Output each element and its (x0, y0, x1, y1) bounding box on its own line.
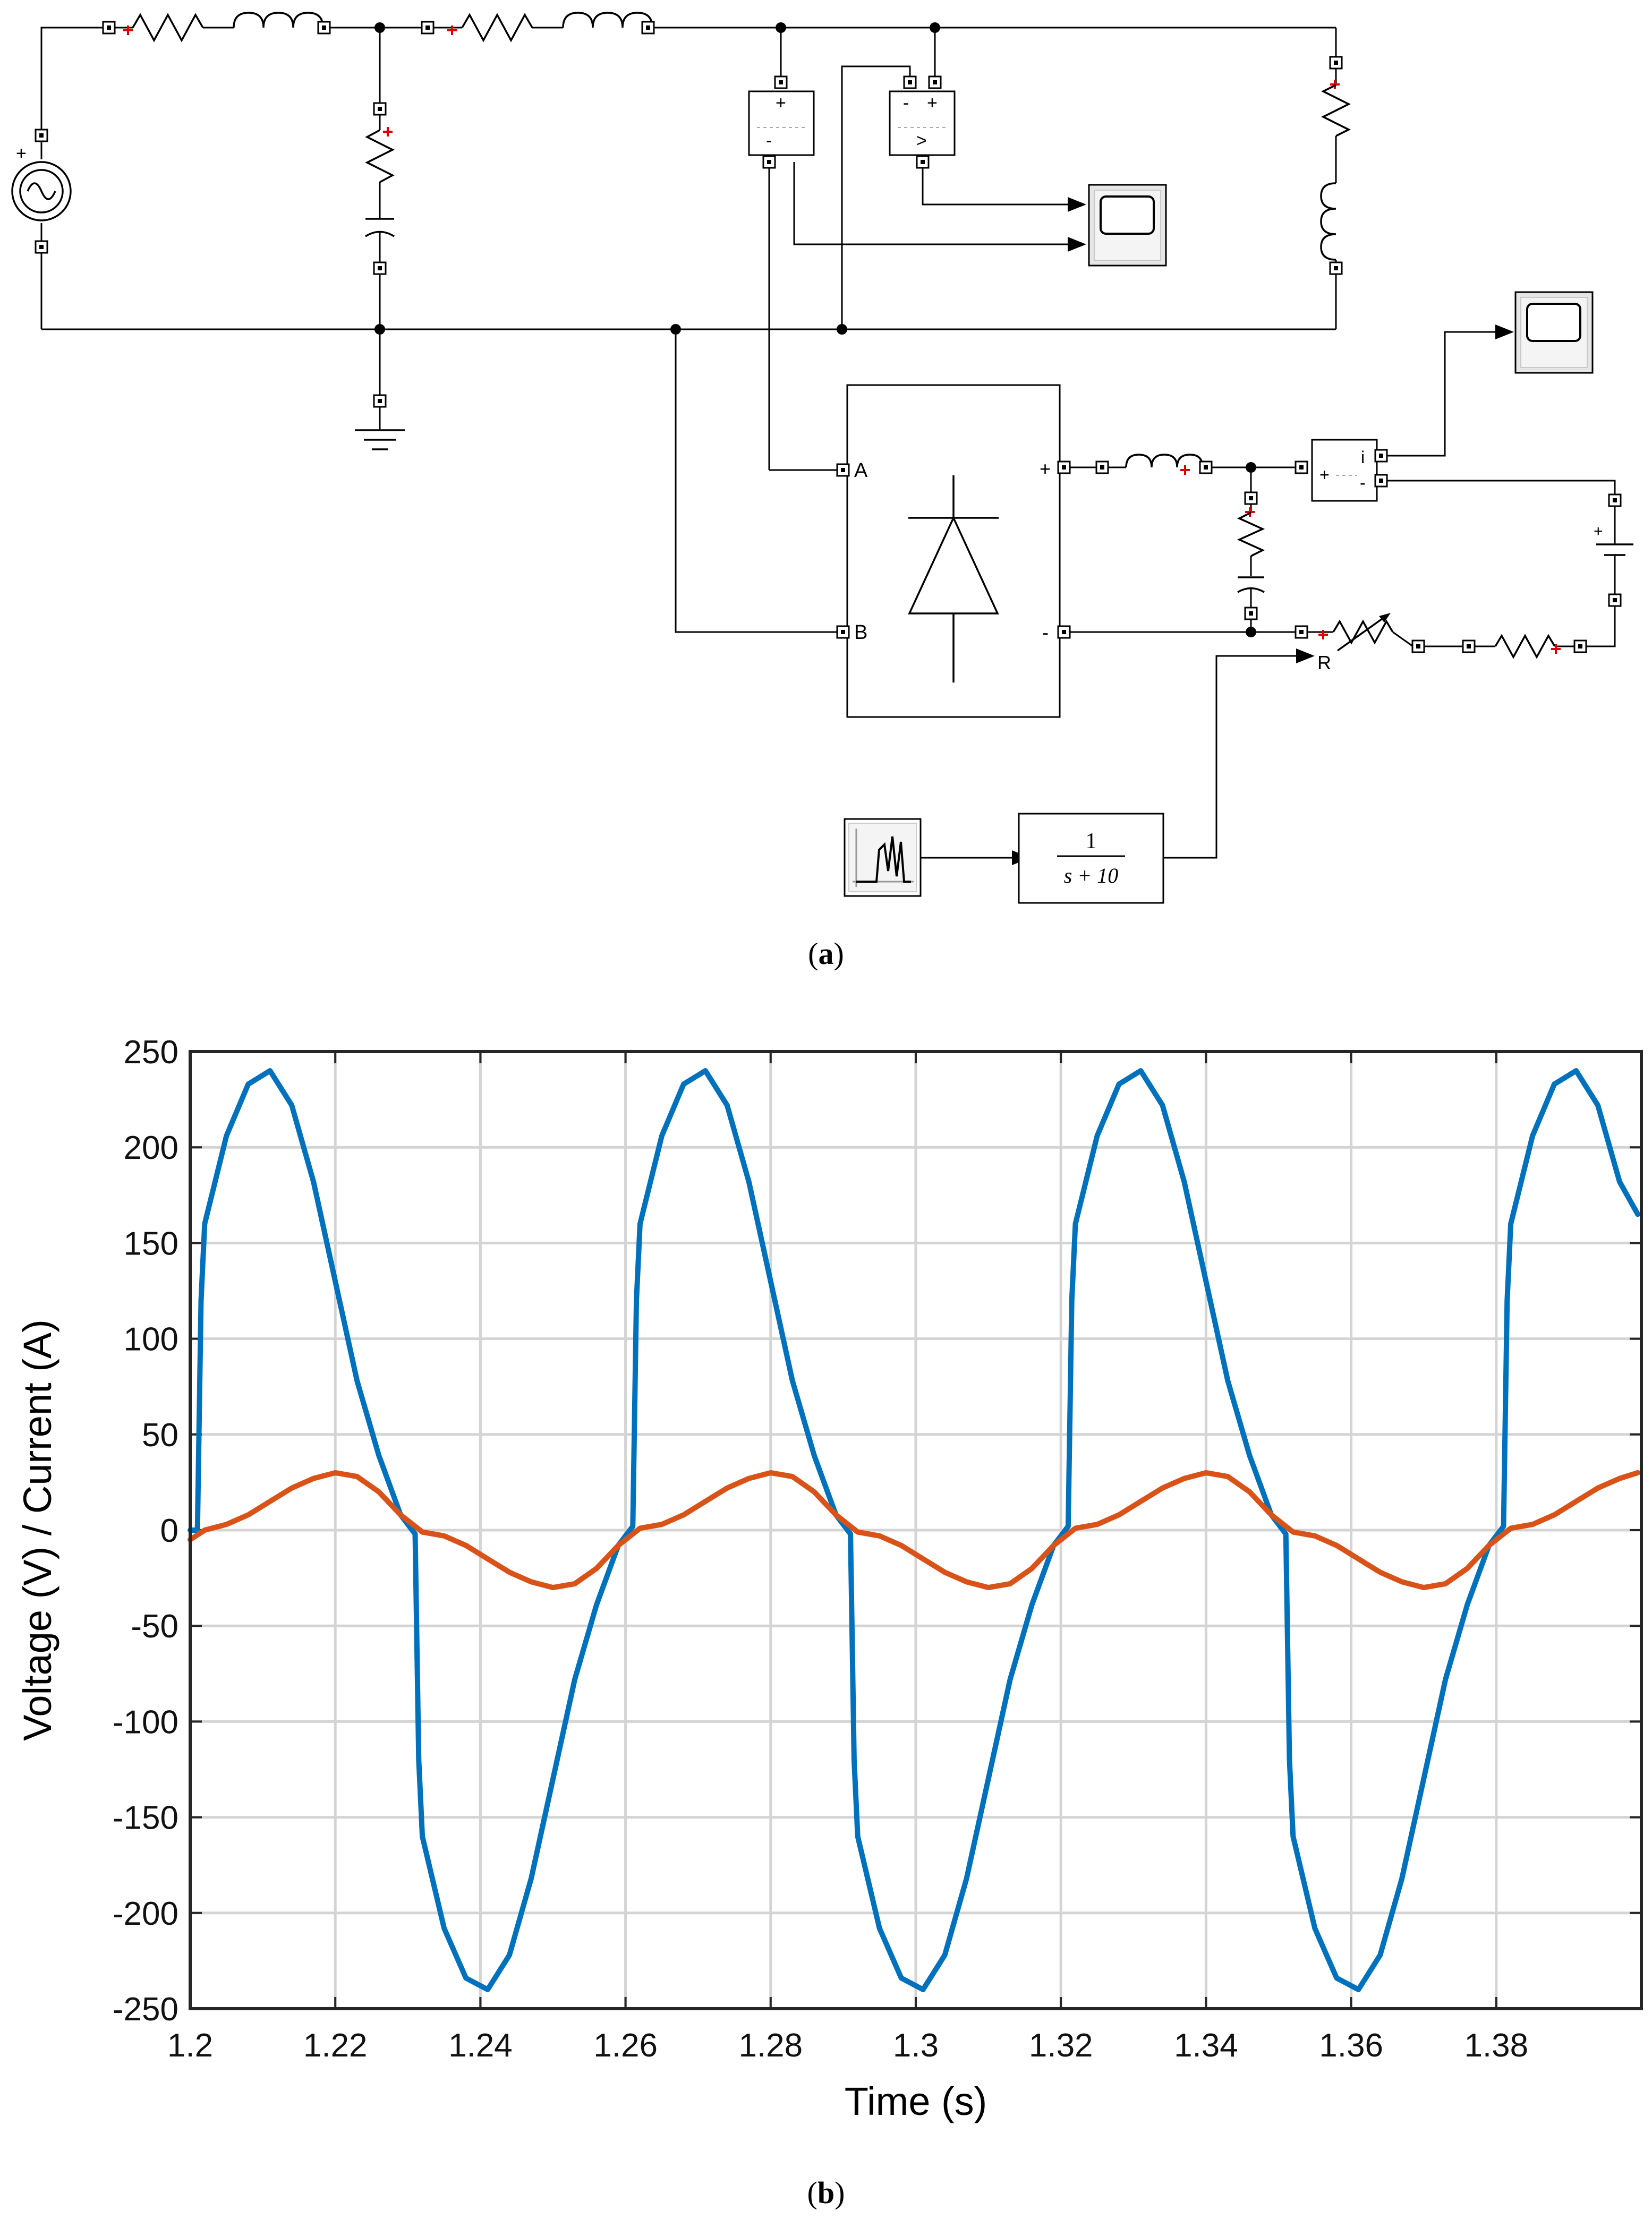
x-tick-label: 1.3 (893, 2027, 939, 2064)
ac-source-ports (35, 129, 48, 254)
chart-grid (189, 1050, 1641, 2010)
series-rl-branch-1[interactable] (102, 12, 331, 42)
x-tick-label: 1.22 (303, 2027, 368, 2064)
voltage-measurement-2[interactable]: - + > (889, 75, 956, 169)
series-line-1 (188, 1068, 1641, 1992)
x-tick-label: 1.24 (448, 2027, 513, 2064)
voltage-measurement-1[interactable]: + - (748, 75, 815, 169)
battery-plus-label: + (1594, 523, 1603, 540)
caption-a: (a) (808, 936, 844, 971)
x-tick-label: 1.32 (1029, 2027, 1093, 2064)
caption-a-letter: a (819, 936, 834, 971)
x-tick-label: 1.36 (1319, 2027, 1383, 2064)
y-tick-label: -50 (131, 1608, 178, 1645)
cm-i-label: i (1361, 448, 1365, 467)
signal-arrowheads (1012, 197, 1514, 865)
bridge-output-plus-label: + (1040, 458, 1051, 480)
ac-voltage-source[interactable]: + (11, 129, 72, 254)
signal-builder-block[interactable] (844, 818, 922, 897)
y-tick-label: -200 (113, 1896, 178, 1932)
chart-y-tick-labels: 250 200 150 100 50 0 -50 -100 -150 -200 -250 (113, 1034, 178, 2028)
scope-2[interactable] (1514, 291, 1594, 374)
chart-series-layer (188, 1068, 1641, 1992)
y-tick-label: 150 (124, 1225, 178, 1262)
chart-x-tick-labels: 1.2 1.22 1.24 1.26 1.28 1.3 1.32 1.34 1.36 1.38 (167, 2027, 1528, 2064)
ac-source-plus-label: + (16, 143, 27, 164)
current-measurement[interactable]: + i - (1295, 439, 1388, 502)
diode-bridge[interactable]: A B + - (836, 384, 1071, 718)
series-rl-branch-2[interactable] (421, 12, 655, 42)
var-resistor-control-label: R (1317, 652, 1331, 673)
y-tick-label: 50 (142, 1417, 178, 1454)
shunt-rc-branch-1[interactable] (365, 102, 395, 275)
transfer-function-block[interactable]: 1 s + 10 (1018, 813, 1164, 904)
vm2-plus-label: + (927, 93, 938, 113)
x-tick-label: 1.38 (1464, 2027, 1528, 2064)
scope-1[interactable] (1088, 184, 1167, 267)
chart-axes-frame (189, 1050, 1643, 2010)
y-tick-label: 0 (160, 1513, 178, 1549)
bridge-input-b-label: B (854, 621, 867, 644)
x-tick-label: 1.34 (1174, 2027, 1238, 2064)
y-tick-label: 250 (124, 1034, 178, 1071)
variable-resistor[interactable]: R (1295, 613, 1425, 673)
load-rl-branch[interactable] (1320, 56, 1351, 275)
ground-symbol (355, 394, 405, 450)
shunt-rc-branch-2[interactable] (1237, 491, 1265, 620)
y-tick-label: -250 (113, 1991, 178, 2028)
bridge-output-minus-label: - (1042, 621, 1049, 643)
y-tick-label: 100 (124, 1321, 178, 1358)
caption-b-letter: b (818, 2175, 834, 2210)
x-tick-label: 1.28 (738, 2027, 803, 2064)
bridge-input-a-label: A (854, 459, 868, 482)
junction-dots (374, 22, 1256, 637)
dc-series-resistor[interactable] (1462, 634, 1587, 659)
cm-minus-label: - (1360, 473, 1366, 492)
dc-inductor[interactable] (1095, 454, 1213, 475)
y-tick-label: 200 (124, 1130, 178, 1166)
chart-y-axis-label: Voltage (V) / Current (A) (15, 1319, 59, 1741)
vm2-minus-label: - (903, 93, 909, 113)
cm-plus-label: + (1319, 465, 1330, 484)
series-line-2 (188, 1470, 1641, 1591)
x-tick-label: 1.26 (593, 2027, 658, 2064)
y-tick-label: -150 (113, 1800, 178, 1837)
circuit-wires (40, 27, 1616, 859)
dc-battery[interactable]: + (1594, 493, 1633, 607)
y-tick-label: -100 (113, 1704, 178, 1740)
vm2-output-label: > (916, 131, 927, 151)
tf-denominator: s + 10 (1064, 864, 1119, 887)
tf-numerator: 1 (1086, 829, 1097, 854)
diode-icon (908, 475, 999, 682)
x-tick-label: 1.2 (167, 2027, 213, 2064)
caption-b: (b) (807, 2175, 845, 2210)
vm1-plus-label: + (776, 93, 786, 113)
vm1-minus-label: - (766, 131, 772, 151)
chart-x-axis-label: Time (s) (845, 2079, 987, 2123)
simulink-circuit-diagram: + (11, 12, 1633, 971)
